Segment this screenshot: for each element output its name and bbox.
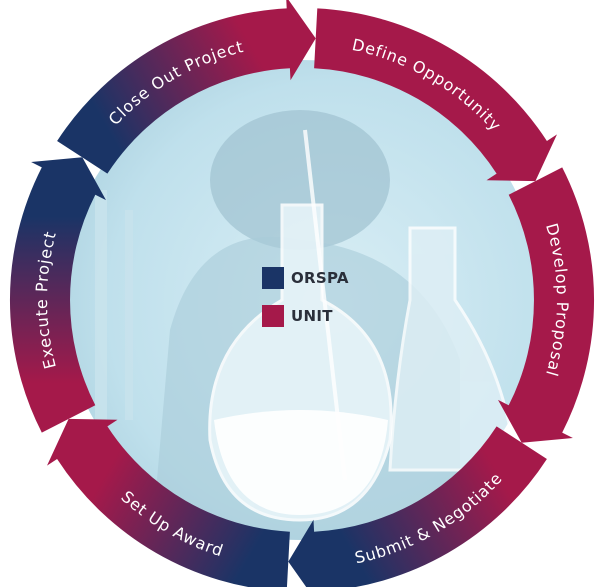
legend-label-unit: UNIT [291,307,333,325]
arrow-step-4 [47,418,290,587]
orspa-swatch [262,267,284,289]
arrow-step-1 [314,8,557,182]
legend-item-unit: UNIT [262,303,372,329]
unit-swatch [262,305,284,327]
arrow-step-5 [9,157,106,433]
legend-label-orspa: ORSPA [291,269,349,287]
legend: ORSPA UNIT [262,265,372,341]
arrow-step-3 [288,426,547,587]
arrow-step-2 [498,167,595,443]
arrow-step-6 [57,0,316,174]
lab-flasks-photo [62,60,542,540]
legend-item-orspa: ORSPA [262,265,372,291]
cycle-arrows [9,0,595,587]
